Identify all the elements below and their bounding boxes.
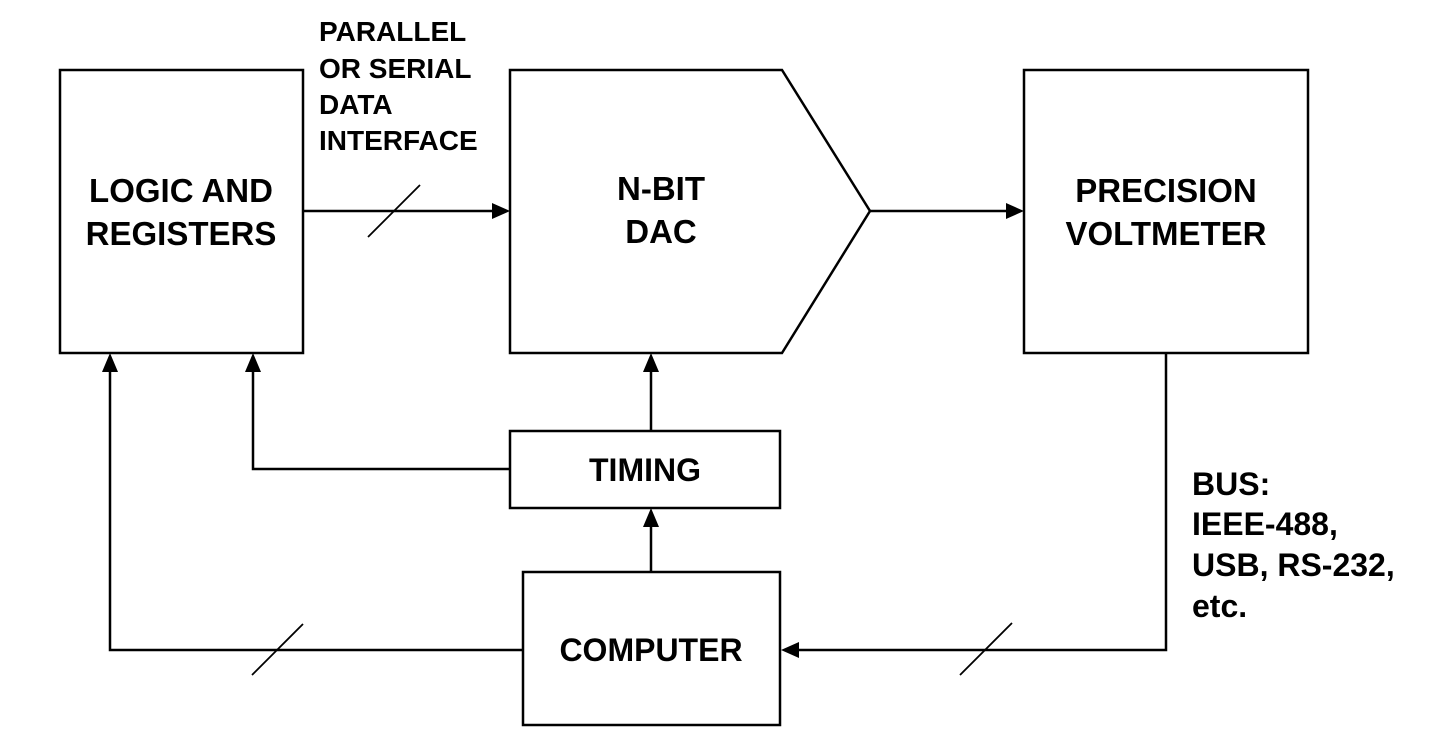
interface-note-line4: INTERFACE — [319, 125, 478, 156]
logic-timing-arrowhead — [245, 353, 261, 372]
dac-input-arrowhead — [492, 203, 510, 219]
dac-timing-arrowhead — [643, 353, 659, 372]
logic-block-label-line2: REGISTERS — [86, 215, 277, 252]
logic-block-label-line1: LOGIC AND — [89, 172, 273, 209]
dac-block-label-line1: N-BIT — [617, 170, 705, 207]
dac-block-label-line2: DAC — [625, 213, 697, 250]
bus-note-line2: IEEE-488, — [1192, 506, 1338, 542]
computer-block-label: COMPUTER — [559, 632, 742, 668]
interface-note-line2: OR SERIAL — [319, 53, 471, 84]
computer-input-arrowhead — [781, 642, 799, 658]
voltmeter-input-arrowhead — [1006, 203, 1024, 219]
bus-note-line1: BUS: — [1192, 466, 1270, 502]
voltmeter-block-label-line1: PRECISION — [1075, 172, 1257, 209]
computer-block — [521, 570, 782, 727]
data-interface-bus-slash — [367, 184, 421, 238]
logic-and-registers-block — [58, 68, 305, 355]
timing-input-arrowhead — [643, 508, 659, 527]
n-bit-dac-block — [508, 68, 872, 355]
bus-note-line3: USB, RS-232, — [1192, 547, 1395, 583]
timing-block — [508, 429, 782, 510]
voltmeter-to-computer-wire — [798, 353, 1168, 652]
computer-logic-bus-slash — [251, 623, 304, 676]
bus-note-line4: etc. — [1192, 588, 1247, 624]
timing-block-label: TIMING — [589, 452, 701, 488]
interface-note-line1: PARALLEL — [319, 16, 466, 47]
interface-note-line3: DATA — [319, 89, 393, 120]
voltmeter-bus-slash — [959, 622, 1013, 676]
logic-computer-arrowhead — [102, 353, 118, 372]
timing-to-logic-wire — [251, 370, 510, 471]
voltmeter-block-label-line2: VOLTMETER — [1065, 215, 1266, 252]
precision-voltmeter-block — [1022, 68, 1310, 355]
computer-to-logic-wire — [108, 370, 523, 652]
